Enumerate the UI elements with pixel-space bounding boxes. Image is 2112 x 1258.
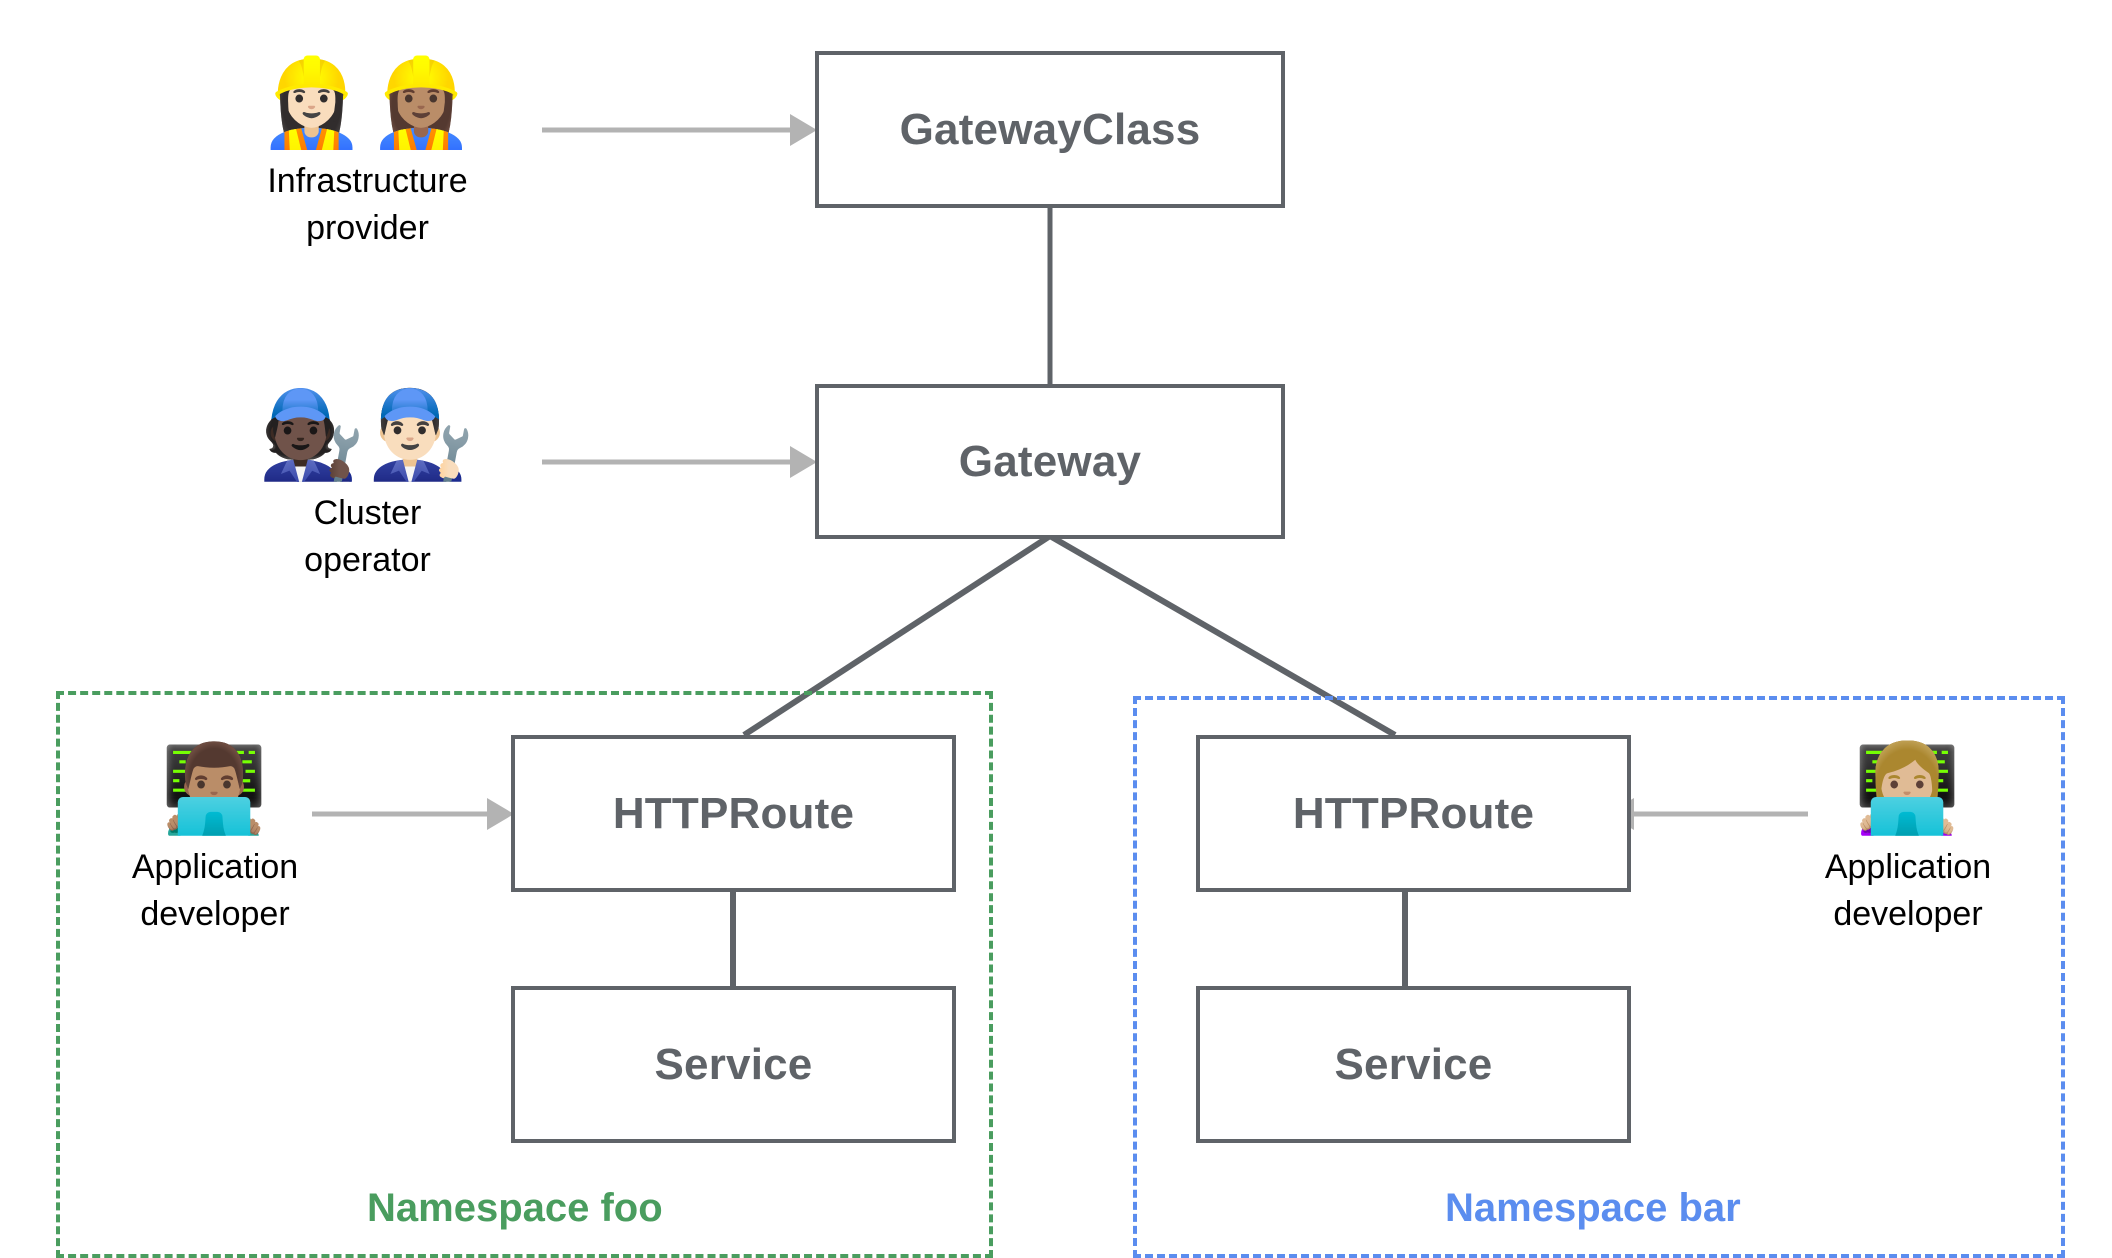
mechanics-icon: 🧑🏿‍🔧👨🏻‍🔧 (258, 385, 477, 485)
node-gateway[interactable]: Gateway (815, 384, 1285, 539)
namespace-bar-container (1133, 696, 2065, 1258)
node-service-foo[interactable]: Service (511, 986, 956, 1143)
node-httproute-foo[interactable]: HTTPRoute (511, 735, 956, 892)
node-gatewayclass-label: GatewayClass (899, 104, 1201, 154)
persona-application-developer-foo-label: Application developer (131, 848, 299, 934)
namespace-foo-container (56, 691, 993, 1258)
construction-worker-women-icon: 👷🏻‍♀️👷🏽‍♀️ (258, 53, 477, 153)
node-gatewayclass[interactable]: GatewayClass (815, 51, 1285, 208)
woman-technologist-icon: 👩🏼‍💻 (1853, 739, 1963, 839)
node-httproute-foo-label: HTTPRoute (612, 788, 855, 838)
node-httproute-bar-label: HTTPRoute (1292, 788, 1535, 838)
node-service-foo-label: Service (654, 1039, 813, 1089)
node-service-bar-label: Service (1334, 1039, 1493, 1089)
node-service-bar[interactable]: Service (1196, 986, 1631, 1143)
persona-infrastructure-provider: 👷🏻‍♀️👷🏽‍♀️ Infrastructure provider (230, 58, 505, 252)
persona-infrastructure-provider-label: Infrastructure provider (267, 162, 468, 248)
man-technologist-icon: 👨🏽‍💻 (160, 739, 270, 839)
node-httproute-bar[interactable]: HTTPRoute (1196, 735, 1631, 892)
persona-application-developer-bar-label: Application developer (1824, 848, 1992, 934)
node-gateway-label: Gateway (958, 436, 1142, 486)
persona-cluster-operator: 🧑🏿‍🔧👨🏻‍🔧 Cluster operator (230, 390, 505, 584)
persona-application-developer-foo: 👨🏽‍💻 Application developer (100, 744, 330, 938)
persona-application-developer-bar: 👩🏼‍💻 Application developer (1793, 744, 2023, 938)
namespace-bar-label: Namespace bar (1445, 1186, 1741, 1230)
persona-cluster-operator-label: Cluster operator (304, 494, 431, 580)
namespace-foo-label: Namespace foo (367, 1186, 663, 1230)
